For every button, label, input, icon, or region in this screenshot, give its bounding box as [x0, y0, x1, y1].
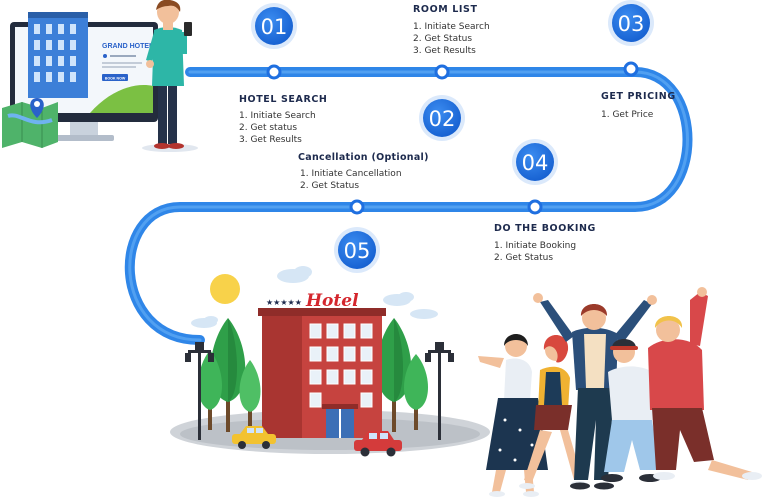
list-item: 1. Initiate Cancellation — [300, 169, 402, 179]
waypoint-get-pricing — [623, 61, 639, 77]
step-title-room-list: ROOM LIST — [413, 4, 478, 15]
waypoint-cancellation — [349, 199, 365, 215]
street-lamp-icon — [425, 342, 454, 440]
traveler-figure — [478, 334, 548, 497]
step-badge-02: 02 — [419, 95, 465, 141]
step-badge-03: 03 — [608, 0, 654, 46]
step-badge-01: 01 — [251, 3, 297, 49]
tree-icon — [376, 318, 412, 432]
step-list-do-the-booking: 1. Initiate Booking 2. Get Status — [494, 240, 576, 264]
sky-decoration — [191, 266, 438, 328]
traveler-figure — [533, 293, 657, 490]
step-badge-04: 04 — [512, 139, 558, 185]
list-item: 1. Initiate Search — [413, 22, 490, 32]
traveler-figure — [648, 287, 762, 480]
yellow-car-icon — [232, 426, 276, 449]
map-pin-icon — [30, 98, 44, 118]
step-list-get-pricing: 1. Get Price — [601, 109, 653, 121]
list-item: 3. Get Results — [239, 135, 302, 145]
step-number-04: 04 — [522, 151, 549, 175]
happy-travelers-group — [478, 287, 762, 497]
waypoint-room-list — [434, 64, 450, 80]
cloud-icon — [383, 292, 414, 306]
tree-icon — [404, 354, 428, 430]
traveler-figure — [601, 339, 661, 482]
monitor-button-label: BOOK NOW — [105, 77, 126, 81]
list-item: 2. Get Status — [494, 253, 554, 263]
list-item: 2. Get Status — [413, 34, 473, 44]
waypoint-booking — [527, 199, 543, 215]
list-item: 1. Initiate Search — [239, 111, 316, 121]
list-item: 1. Get Price — [601, 110, 654, 120]
step-list-room-list: 1. Initiate Search 2. Get Status 3. Get … — [413, 21, 490, 57]
step-number-02: 02 — [429, 107, 456, 131]
list-item: 2. Get Status — [300, 181, 360, 191]
hotel-scene: ★★★★★ Hotel — [170, 291, 490, 457]
step-number-01: 01 — [261, 15, 288, 39]
cloud-icon — [277, 266, 312, 283]
waypoint-hotel-search — [266, 64, 282, 80]
step-title-do-the-booking: DO THE BOOKING — [494, 223, 596, 234]
route-path — [124, 67, 693, 345]
step-list-cancellation: 1. Initiate Cancellation 2. Get Status — [300, 168, 402, 192]
list-item: 1. Initiate Booking — [494, 241, 577, 251]
step-badge-05: 05 — [334, 227, 380, 273]
cloud-icon — [191, 316, 218, 328]
man-with-phone-figure — [142, 0, 198, 152]
step-title-get-pricing: GET PRICING — [601, 91, 676, 102]
tree-icon — [239, 360, 261, 430]
tree-icon — [198, 350, 222, 430]
list-item: 2. Get status — [239, 123, 298, 133]
route-waypoints — [266, 61, 639, 215]
monitor-illustration: GRAND HOTEL BOOK NOW — [2, 12, 158, 148]
monitor-title: GRAND HOTEL — [102, 43, 154, 50]
step-title-hotel-search: HOTEL SEARCH — [239, 94, 328, 105]
location-mini-icon — [103, 54, 107, 58]
red-car-icon — [354, 431, 402, 457]
step-list-hotel-search: 1. Initiate Search 2. Get status 3. Get … — [239, 110, 316, 146]
street-lamp-icon — [185, 342, 214, 440]
list-item: 3. Get Results — [413, 46, 476, 56]
step-title-cancellation: Cancellation (Optional) — [298, 152, 429, 163]
hotel-sign: Hotel — [305, 291, 359, 311]
step-number-03: 03 — [618, 12, 645, 36]
sun-icon — [210, 274, 240, 304]
step-number-05: 05 — [344, 239, 371, 263]
cloud-icon — [410, 309, 438, 319]
hotel-stars: ★★★★★ — [266, 298, 302, 307]
